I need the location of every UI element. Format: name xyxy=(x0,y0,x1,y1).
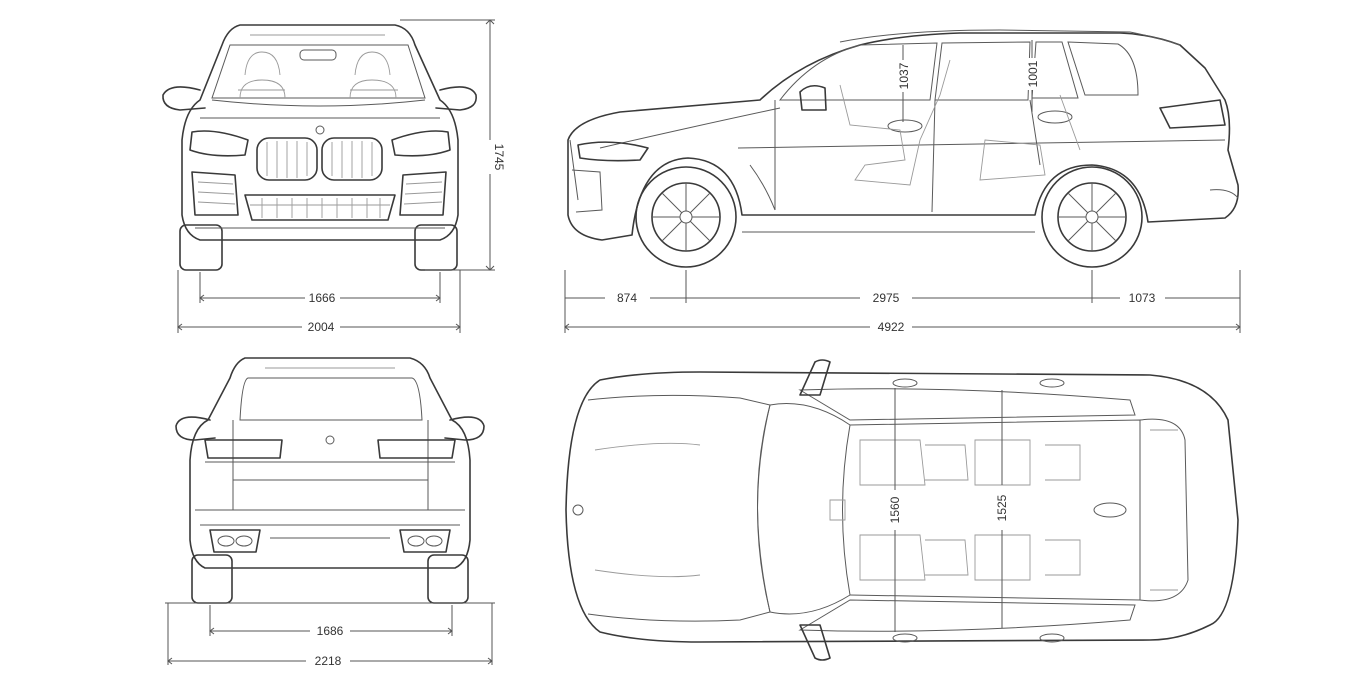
rear-track-label: 1686 xyxy=(317,624,344,638)
top-view xyxy=(565,359,1239,661)
rear-view xyxy=(175,357,485,604)
length-label: 4922 xyxy=(878,320,905,334)
front-track-label: 1666 xyxy=(309,291,336,305)
front-overhang-label: 874 xyxy=(617,291,637,305)
front-height-label: 1745 xyxy=(492,144,506,171)
rear-overhang-label: 1073 xyxy=(1129,291,1156,305)
front-view xyxy=(162,24,477,271)
dimension-labels: 1745 1666 2004 874 2975 1073 4922 1037 1… xyxy=(308,58,1156,668)
wheelbase-label: 2975 xyxy=(873,291,900,305)
front-shoulder-label: 1560 xyxy=(888,496,902,523)
rear-headroom-label: 1001 xyxy=(1026,60,1040,87)
dimension-lines xyxy=(165,19,1241,665)
rear-width-label: 2218 xyxy=(315,654,342,668)
side-view xyxy=(567,29,1240,268)
front-width-label: 2004 xyxy=(308,320,335,334)
rear-shoulder-label: 1525 xyxy=(995,494,1009,521)
front-headroom-label: 1037 xyxy=(897,62,911,89)
